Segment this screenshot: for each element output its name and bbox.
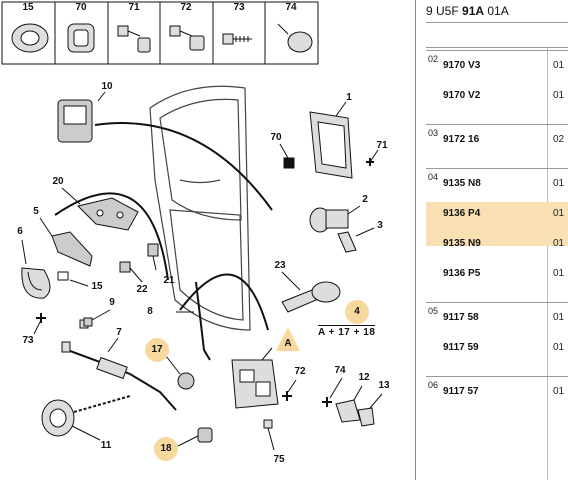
screw-part-71 (117, 25, 151, 53)
part-1-exterior-handle (279, 101, 379, 179)
callout-20: 20 (52, 176, 64, 187)
parts-12-13-74-bracket (322, 377, 383, 427)
part-reference[interactable]: 9170 V2 (443, 90, 481, 101)
part-reference[interactable]: 9117 58 (443, 312, 479, 323)
fastener-code-70: 70 (75, 2, 87, 13)
part-73-marker (33, 313, 46, 335)
table-subheader (426, 22, 568, 48)
callout-6: 6 (17, 226, 23, 237)
callout-21: 21 (163, 275, 175, 286)
title-suffix: 01A (484, 4, 509, 18)
screw-part-73 (222, 33, 252, 45)
callout-10: 10 (101, 81, 113, 92)
group-separator (426, 50, 568, 51)
highlighted-callout-4: 4 (345, 300, 369, 324)
exploded-view-drawing (1, 1, 383, 451)
door-frame (149, 85, 251, 331)
callout-9: 9 (109, 297, 115, 308)
qty-column-divider (547, 48, 548, 480)
highlighted-callout-17: 17 (145, 338, 169, 362)
fastener-code-15: 15 (22, 2, 34, 13)
part-reference[interactable]: 9136 P4 (443, 208, 481, 219)
table-title: 9 U5F 91A 01A (416, 0, 568, 22)
group-code: 05 (428, 306, 439, 316)
callout-75: 75 (273, 454, 285, 465)
part-quantity: 01 (553, 60, 565, 71)
part-23-key (281, 271, 341, 313)
part-6-cover (21, 239, 89, 299)
part-reference[interactable]: 9135 N9 (443, 238, 481, 249)
selected-row-highlight (426, 202, 568, 246)
title-prefix: 9 U5F (426, 4, 463, 18)
part-reference[interactable]: 9117 57 (443, 386, 479, 397)
group-code: 02 (428, 54, 439, 64)
part-quantity: 01 (553, 342, 565, 353)
callout-70: 70 (270, 132, 282, 143)
part-quantity: 01 (553, 208, 565, 219)
part-reference[interactable]: 9117 59 (443, 342, 479, 353)
fastener-code-72: 72 (180, 2, 192, 13)
fastener-code-71: 71 (128, 2, 140, 13)
part-quantity: 01 (553, 238, 565, 249)
callout-11: 11 (100, 440, 112, 451)
part-reference[interactable]: 9172 16 (443, 134, 480, 145)
callout-3: 3 (377, 220, 383, 231)
part-reference[interactable]: 9135 N8 (443, 178, 481, 189)
group-code: 06 (428, 380, 439, 390)
clip-part (67, 23, 95, 53)
part-reference[interactable]: 9136 P5 (443, 268, 481, 279)
callout-23: 23 (274, 260, 286, 271)
fastener-code-73: 73 (233, 2, 245, 13)
part-quantity: 01 (553, 90, 565, 101)
callout-13: 13 (378, 380, 390, 391)
group-separator (426, 302, 568, 303)
part-number-table: 9 U5F 91A 01A 02 9170 V3 01 9170 V2 01 03 9172… (416, 0, 568, 480)
group-separator (426, 124, 568, 125)
highlighted-callout-18: 18 (154, 437, 178, 461)
group-separator (426, 376, 568, 377)
assembly-formula: A + 17 + 18 (318, 325, 376, 338)
callout-72: 72 (294, 366, 306, 377)
fastener-code-74: 74 (285, 2, 297, 13)
callout-8: 8 (147, 306, 153, 317)
part-9-stud (83, 309, 111, 327)
part-11-lock-cylinder (41, 395, 131, 441)
part-17-retainer (165, 355, 195, 390)
callout-74: 74 (334, 365, 346, 376)
screw-part-72 (169, 25, 205, 51)
part-5-bracket (39, 217, 93, 267)
part-10-inner-handle (57, 91, 106, 143)
callout-1: 1 (346, 92, 352, 103)
grommet-part (11, 23, 49, 53)
part-quantity: 01 (553, 178, 565, 189)
title-group-code: 91A (462, 4, 485, 18)
part-7-rod-assembly (61, 319, 177, 411)
callout-15: 15 (91, 281, 103, 292)
callout-22: 22 (136, 284, 148, 295)
callout-73: 73 (22, 335, 34, 346)
bolt-part-74 (277, 23, 313, 53)
group-separator (426, 168, 568, 169)
parts-21-22-screws (119, 243, 159, 283)
callout-2: 2 (362, 194, 368, 205)
cable-lines (54, 122, 273, 331)
callout-71: 71 (376, 140, 388, 151)
part-reference[interactable]: 9170 V3 (443, 60, 481, 71)
callout-5: 5 (33, 206, 39, 217)
part-18-clip (177, 427, 213, 447)
part-quantity: 02 (553, 134, 565, 145)
part-a-door-lock (231, 347, 297, 451)
part-20-hinge-bracket (61, 187, 139, 231)
part-quantity: 01 (553, 312, 565, 323)
callout-12: 12 (358, 372, 370, 383)
callout-7: 7 (116, 327, 122, 338)
group-code: 04 (428, 172, 439, 182)
parts-2-3-lock-barrel (309, 205, 375, 253)
group-code: 03 (428, 128, 439, 138)
part-8-rod (176, 281, 211, 361)
part-quantity: 01 (553, 386, 565, 397)
fastener-strip (1, 1, 319, 65)
part-quantity: 01 (553, 268, 565, 279)
